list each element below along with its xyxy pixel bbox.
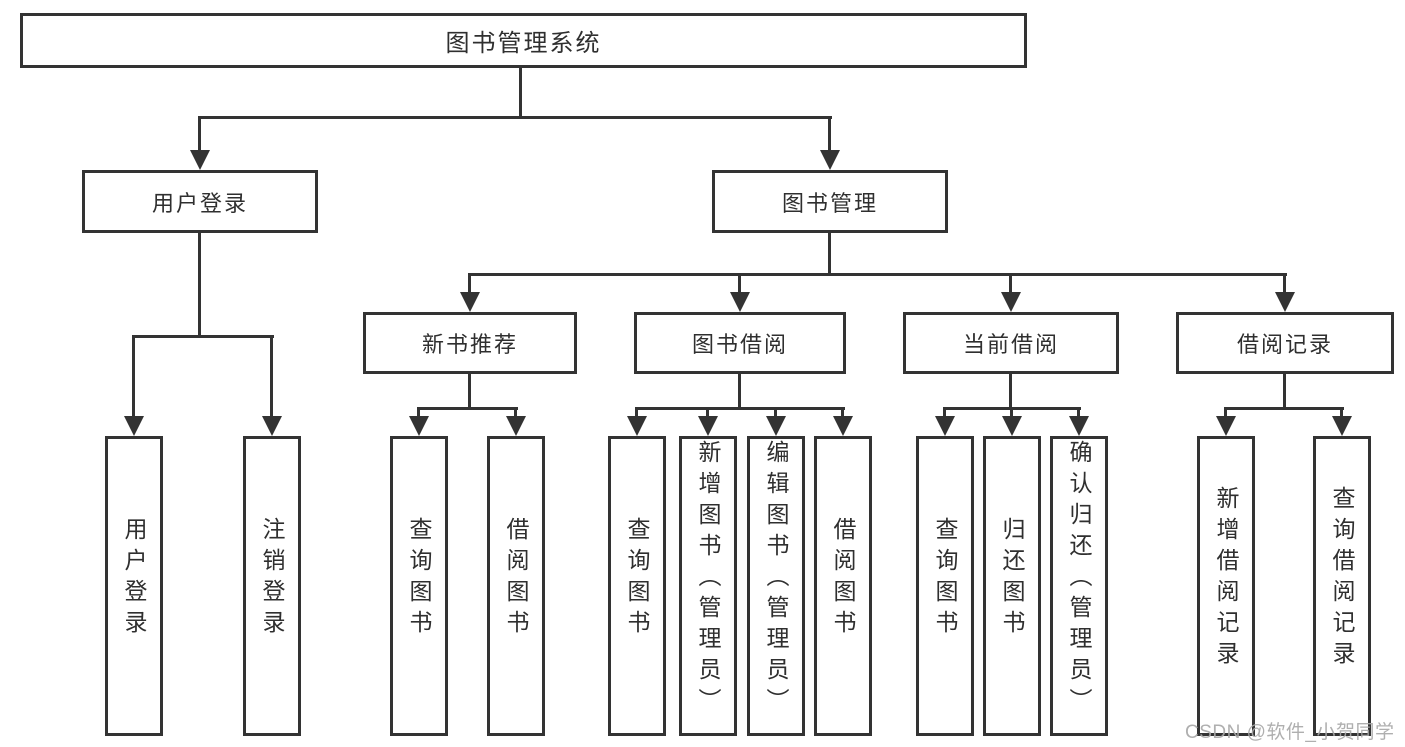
arrow-down-icon: [1332, 416, 1352, 436]
csdn-watermark: CSDN @软件_小贺同学: [1185, 722, 1395, 743]
arrow-down-icon: [124, 416, 144, 436]
arrow-down-icon: [1001, 292, 1021, 312]
connector-stem-book-borrow: [738, 273, 741, 294]
node-label: 新增图书（管理员）: [695, 439, 721, 719]
arrow-down-icon: [698, 416, 718, 436]
leaf-query-books-recommend: 查询图书: [390, 436, 448, 736]
arrow-down-icon: [820, 150, 840, 170]
node-current-borrowing: 当前借阅: [903, 312, 1119, 374]
connector-stem-leaf: [706, 407, 709, 418]
node-label: 借阅图书: [830, 517, 856, 641]
connector-current-borrow-down: [1009, 374, 1012, 409]
node-label: 归还图书: [999, 517, 1025, 641]
leaf-add-books-admin: 新增图书（管理员）: [679, 436, 737, 736]
connector-stem-leaf: [1340, 407, 1343, 418]
node-library-system: 图书管理系统: [20, 13, 1027, 68]
node-label: 当前借阅: [962, 332, 1059, 357]
connector-stem-leaf: [635, 407, 638, 418]
leaf-borrow-books: 借阅图书: [814, 436, 872, 736]
leaf-user-login: 用户登录: [105, 436, 163, 736]
arrow-down-icon: [190, 150, 210, 170]
node-new-book-recommend: 新书推荐: [363, 312, 577, 374]
connector-stem-leaf: [1010, 407, 1013, 418]
connector-stem-current-borrow: [1009, 273, 1012, 294]
node-label: 查询借阅记录: [1329, 486, 1355, 672]
connector-borrow-records-down: [1283, 374, 1286, 409]
node-label: 编辑图书（管理员）: [763, 439, 789, 719]
node-book-borrowing: 图书借阅: [634, 312, 846, 374]
connector-stem-leaf: [774, 407, 777, 418]
connector-borrow-records-branch: [1224, 407, 1344, 410]
node-user-login-group: 用户登录: [82, 170, 318, 233]
node-label: 新增借阅记录: [1213, 486, 1239, 672]
leaf-add-borrow-record: 新增借阅记录: [1197, 436, 1255, 736]
connector-stem-leaf: [1077, 407, 1080, 418]
node-label: 查询图书: [406, 517, 432, 641]
connector-stem-leaf: [514, 407, 517, 418]
connector-stem-user-login: [198, 118, 201, 154]
node-label: 用户登录: [121, 517, 147, 641]
node-label: 借阅记录: [1236, 332, 1333, 357]
connector-new-book-down: [468, 374, 471, 409]
leaf-return-books: 归还图书: [983, 436, 1041, 736]
leaf-logout: 注销登录: [243, 436, 301, 736]
node-label: 查询图书: [624, 517, 650, 641]
arrow-down-icon: [766, 416, 786, 436]
connector-root-stem: [519, 68, 522, 118]
arrow-down-icon: [1069, 416, 1089, 436]
leaf-query-books-borrow: 查询图书: [608, 436, 666, 736]
arrow-down-icon: [935, 416, 955, 436]
connector-stem-leaf: [841, 407, 844, 418]
node-label: 图书管理系统: [445, 30, 602, 57]
connector-stem-leaf-login: [132, 335, 135, 418]
connector-stem-leaf: [943, 407, 946, 418]
connector-book-borrow-down: [738, 374, 741, 409]
arrow-down-icon: [262, 416, 282, 436]
connector-book-management-down: [828, 233, 831, 275]
connector-stem-leaf: [1224, 407, 1227, 418]
arrow-down-icon: [730, 292, 750, 312]
arrow-down-icon: [506, 416, 526, 436]
node-label: 确认归还（管理员）: [1066, 439, 1092, 719]
leaf-query-books-current: 查询图书: [916, 436, 974, 736]
connector-user-login-down: [198, 233, 201, 337]
node-label: 新书推荐: [421, 332, 518, 357]
connector-book-management-branch: [468, 273, 1287, 276]
node-borrowing-records: 借阅记录: [1176, 312, 1394, 374]
connector-stem-leaf: [417, 407, 420, 418]
connector-stem-new-book: [468, 273, 471, 294]
leaf-borrow-books-recommend: 借阅图书: [487, 436, 545, 736]
node-label: 图书借阅: [691, 332, 788, 357]
connector-stem-leaf-logout: [270, 335, 273, 418]
arrow-down-icon: [627, 416, 647, 436]
connector-stem-book-management: [828, 118, 831, 154]
arrow-down-icon: [1275, 292, 1295, 312]
node-label: 用户登录: [151, 190, 248, 216]
arrow-down-icon: [1216, 416, 1236, 436]
connector-top-branch: [198, 116, 832, 119]
connector-book-borrow-branch: [635, 407, 845, 410]
node-label: 图书管理: [781, 190, 878, 216]
connector-new-book-branch: [417, 407, 518, 410]
arrow-down-icon: [460, 292, 480, 312]
leaf-query-borrow-record: 查询借阅记录: [1313, 436, 1371, 736]
node-book-management: 图书管理: [712, 170, 948, 233]
connector-stem-borrow-records: [1283, 273, 1286, 294]
connector-user-login-branch: [132, 335, 274, 338]
leaf-confirm-return-admin: 确认归还（管理员）: [1050, 436, 1108, 736]
node-label: 注销登录: [259, 517, 285, 641]
node-label: 查询图书: [932, 517, 958, 641]
leaf-edit-books-admin: 编辑图书（管理员）: [747, 436, 805, 736]
arrow-down-icon: [1002, 416, 1022, 436]
arrow-down-icon: [833, 416, 853, 436]
node-label: 借阅图书: [503, 517, 529, 641]
arrow-down-icon: [409, 416, 429, 436]
